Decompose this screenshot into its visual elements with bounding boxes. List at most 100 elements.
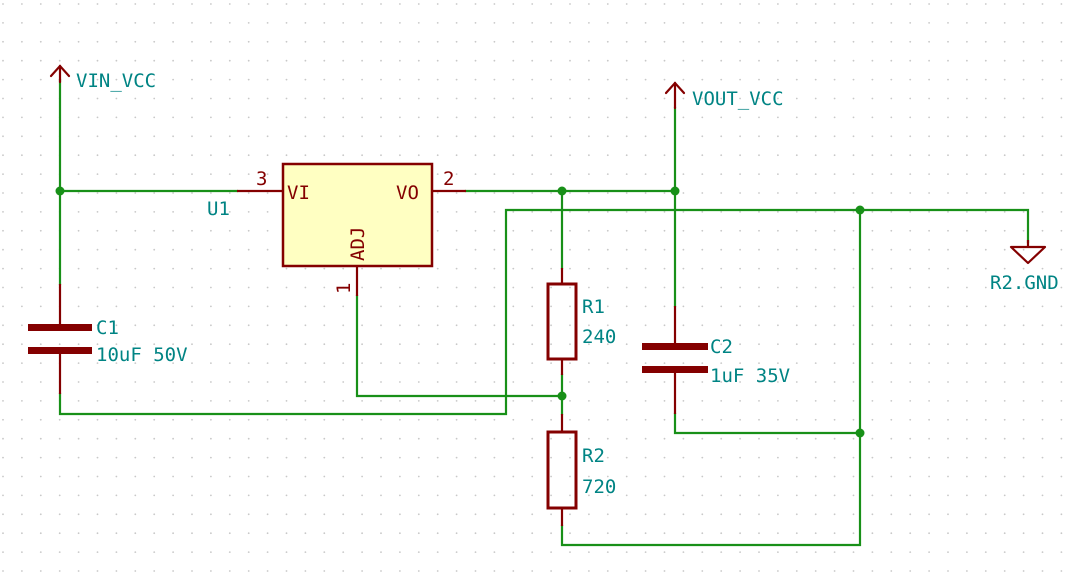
grid-dot xyxy=(928,154,930,157)
grid-dot xyxy=(550,267,552,270)
grid-dot xyxy=(777,173,779,176)
grid-dot xyxy=(890,59,893,62)
grid-dot xyxy=(39,418,42,421)
grid-dot xyxy=(682,324,685,327)
grid-dot xyxy=(569,229,571,232)
grid-dot xyxy=(455,400,458,402)
grid-dot xyxy=(777,456,779,459)
grid-dot xyxy=(323,381,326,383)
grid-dot xyxy=(21,305,23,308)
grid-dot xyxy=(210,267,212,270)
grid-dot xyxy=(701,456,704,459)
grid-dot xyxy=(1041,192,1044,194)
grid-dot xyxy=(1003,381,1006,383)
grid-dot xyxy=(701,437,704,440)
grid-dot xyxy=(625,229,628,232)
grid-dot xyxy=(172,286,175,289)
grid-dot xyxy=(701,97,704,100)
grid-dot xyxy=(625,551,628,553)
grid-dot xyxy=(588,211,590,213)
grid-dot xyxy=(417,305,420,308)
grid-dot xyxy=(77,97,80,100)
grid-dot xyxy=(833,418,836,421)
grid-dot xyxy=(172,97,175,100)
grid-dot xyxy=(380,570,382,572)
grid-dot xyxy=(210,78,212,81)
grid-dot xyxy=(928,135,930,138)
grid-dot xyxy=(720,135,723,138)
grid-dot xyxy=(833,211,836,213)
grid-dot xyxy=(606,173,609,176)
grid-dot xyxy=(436,192,439,194)
grid-dot xyxy=(399,513,401,516)
grid-dot xyxy=(550,286,552,289)
grid-dot xyxy=(663,400,666,402)
grid-dot xyxy=(928,173,930,176)
grid-dot xyxy=(644,418,647,421)
grid-dot xyxy=(304,22,307,24)
grid-dot xyxy=(342,97,345,100)
grid-dot xyxy=(361,3,363,5)
grid-dot xyxy=(1060,513,1063,516)
grid-dot xyxy=(833,97,836,100)
grid-dot xyxy=(739,173,741,176)
grid-dot xyxy=(455,570,458,572)
grid-dot xyxy=(361,343,363,346)
grid-dot xyxy=(758,305,760,308)
grid-dot xyxy=(739,513,741,516)
grid-dot xyxy=(455,211,458,213)
grid-dot xyxy=(984,532,987,535)
grid-dot xyxy=(172,229,175,232)
grid-dot xyxy=(682,456,685,459)
grid-dot xyxy=(380,286,382,289)
grid-dot xyxy=(531,494,534,497)
capacitor-c2[interactable]: C2 1uF 35V xyxy=(642,306,790,414)
regulator-u1[interactable]: 3 VI 2 VO ADJ 1 U1 xyxy=(207,162,466,296)
power-symbol-vout[interactable]: VOUT_VCC xyxy=(664,81,784,110)
grid-dot xyxy=(871,456,874,459)
grid-dot xyxy=(191,513,193,516)
grid-dot xyxy=(739,381,741,383)
grid-dot xyxy=(720,437,723,440)
grid-dot xyxy=(606,229,609,232)
grid-dot xyxy=(323,40,326,43)
grid-dot xyxy=(909,381,912,383)
grid-dot xyxy=(77,135,80,138)
grid-dot xyxy=(871,135,874,138)
grid-dot xyxy=(266,211,269,213)
resistor-r1[interactable]: R1 240 xyxy=(546,268,616,375)
grid-dot xyxy=(833,343,836,346)
grid-dot xyxy=(1003,173,1006,176)
grid-dot xyxy=(39,456,42,459)
capacitor-c1[interactable]: C1 10uF 50V xyxy=(28,284,188,394)
grid-dot xyxy=(2,135,4,138)
grid-dot xyxy=(814,192,817,194)
grid-dot xyxy=(984,343,987,346)
power-symbol-vin[interactable]: VIN_VCC xyxy=(49,64,156,92)
grid-dot xyxy=(380,343,382,346)
grid-dot xyxy=(890,192,893,194)
grid-dot xyxy=(1060,400,1063,402)
grid-dot xyxy=(777,192,779,194)
grid-dot xyxy=(493,59,496,62)
pin-vi-name: VI xyxy=(287,182,310,204)
grid-dot xyxy=(153,437,156,440)
grid-dot xyxy=(304,570,307,572)
grid-dot xyxy=(512,3,515,5)
grid-dot xyxy=(625,22,628,24)
grid-dot xyxy=(871,494,874,497)
grid-dot xyxy=(606,135,609,138)
grid-dot xyxy=(928,229,930,232)
grid-dot xyxy=(228,286,231,289)
grid-dot xyxy=(21,456,23,459)
grid-dot xyxy=(625,381,628,383)
grid-dot xyxy=(890,248,893,251)
c2-plate-top xyxy=(642,343,708,350)
grid-dot xyxy=(304,400,307,402)
grid-dot xyxy=(21,22,23,24)
resistor-r2[interactable]: R2 720 xyxy=(546,414,616,526)
ground-symbol[interactable]: R2.GND xyxy=(990,240,1059,294)
grid-dot xyxy=(1022,570,1025,572)
grid-dot xyxy=(966,135,968,138)
